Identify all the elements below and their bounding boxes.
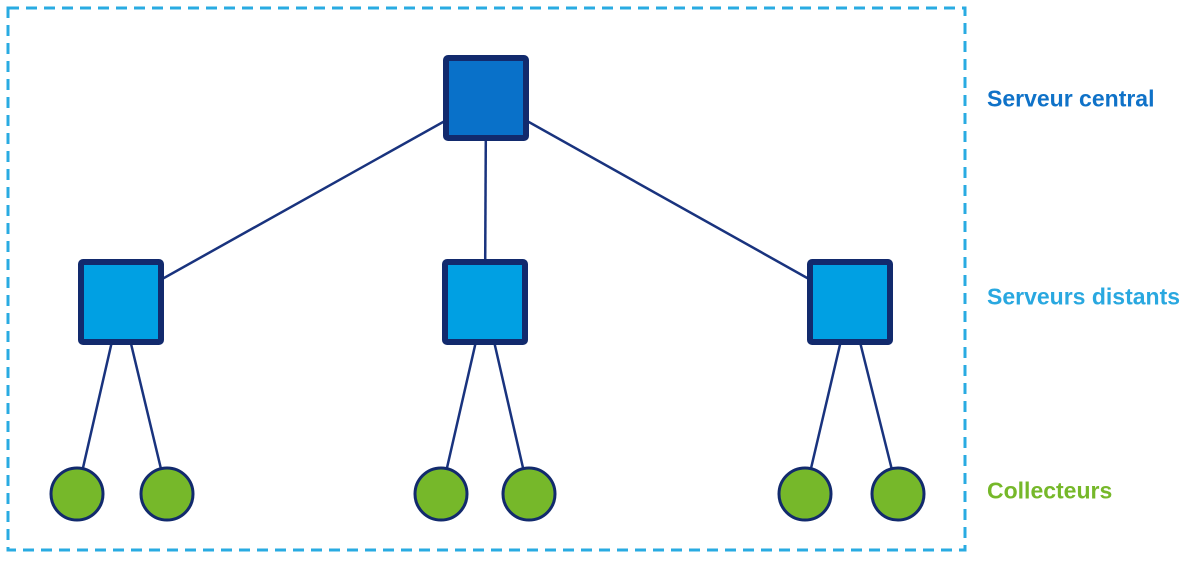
remote-server-node-1 [78, 259, 164, 345]
label-central-server: Serveur central [987, 85, 1155, 112]
label-remote-servers: Serveurs distants [987, 283, 1181, 310]
edge-central-remote1 [120, 96, 487, 304]
edge-central-remote3 [485, 96, 851, 304]
collector-node-6 [870, 466, 926, 522]
remote-server-node-2 [442, 259, 528, 345]
remote-server-node-3 [807, 259, 893, 345]
collector-node-2 [139, 466, 195, 522]
central-server-node [443, 55, 529, 141]
collector-node-5 [777, 466, 833, 522]
collector-node-1 [49, 466, 105, 522]
collector-node-4 [501, 466, 557, 522]
label-collectors: Collecteurs [987, 477, 1113, 504]
collector-node-3 [413, 466, 469, 522]
dashed-frame [6, 6, 967, 552]
